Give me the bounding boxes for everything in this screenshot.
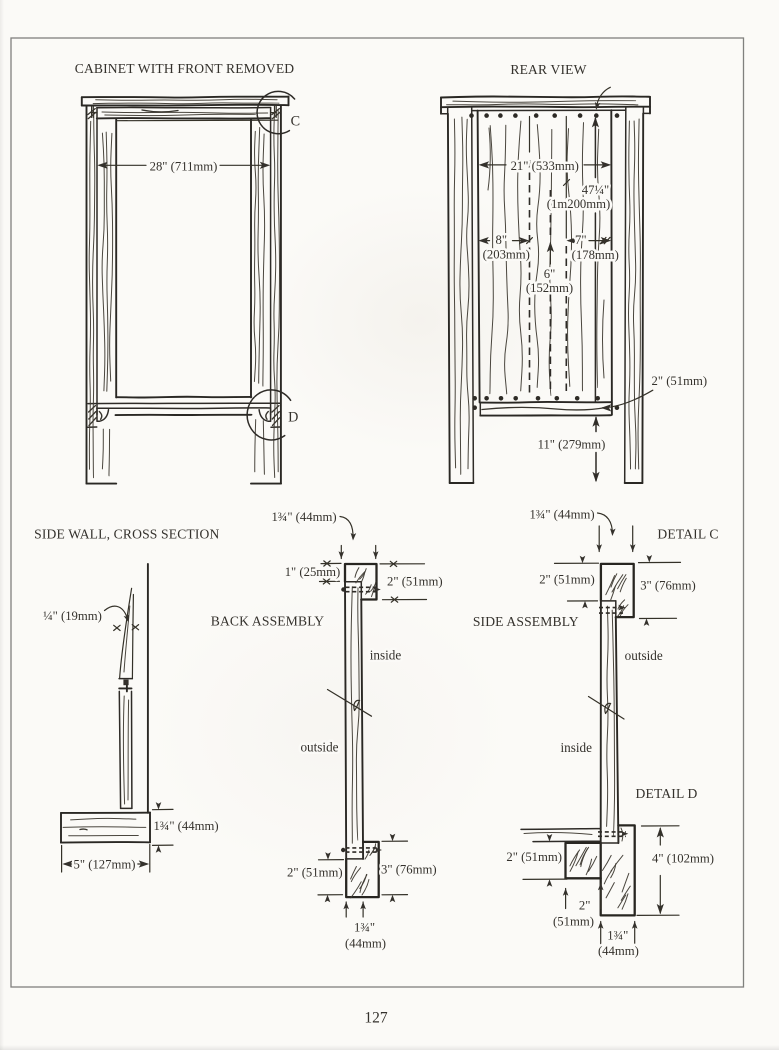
dimension-11in: 11" (279mm) [535,416,608,483]
rear-dim-7mm-label: (178mm) [572,248,619,262]
sidewall-title-label: SIDE WALL, CROSS SECTION [34,527,219,542]
sideasm-title-label: SIDE ASSEMBLY [473,614,579,629]
dimension-134-bottom: 1¾" (44mm) [595,920,641,961]
assembly-structure [326,562,382,899]
dimension-5in: 5" (127mm) [60,843,151,874]
sideasm-dim-4-label: 4" (102mm) [652,851,714,865]
backasm-dim-t-label: 1¾" (44mm) [271,510,336,524]
rear-dim-11-label: 11" (279mm) [538,437,606,451]
rear-dim-6-label: 6" [544,267,556,281]
sideasm-dim-2l-label: 2" (51mm) [506,850,562,864]
cabinet-structure [80,95,290,485]
rear-dim-2-label: 2" (51mm) [652,374,708,388]
dimension-8in: 8" (203mm) [478,230,533,264]
backasm-dim-wb-label: (44mm) [345,937,386,951]
dimension-quarter: ¼" (19mm) [41,605,132,626]
backasm-dim-3-label: 3" (76mm) [381,862,437,876]
dimension-2-bottom: 2" (51mm) [285,852,345,903]
nail-rows [469,113,620,411]
front-dim-w-label: 28" (711mm) [150,159,218,173]
page-border [10,37,745,988]
sideasm-dim-t-label: 1¾" (44mm) [529,508,594,522]
backasm-inside-label: inside [370,648,402,663]
dimension-height: 47¼" (1m200mm) [544,86,613,403]
section-structure [60,563,151,844]
rear-dim-6mm-label: (152mm) [526,281,573,295]
front-detail-d-label: D [288,410,298,426]
dimension-2-bottom: 2" (51mm) [551,882,604,931]
front-title-label: CABINET WITH FRONT REMOVED [75,61,295,76]
rear-dim-h1-label: 47¼" [582,183,609,197]
labels: inside outside [298,645,404,757]
dimension-7in: 7" (178mm) [566,230,621,264]
side-wall-section-drawing: SIDE WALL, CROSS SECTION ¼" (19mm) 1¾" (… [32,524,222,874]
dimension-4in: 4" (102mm) [636,825,716,917]
backasm-dim-wa-label: 1¾" [354,921,375,935]
sideasm-dim-wb-label: (44mm) [598,944,639,958]
dimension-134: 1¾" (44mm) [151,802,221,853]
sideasm-dim-wa-label: 1¾" [607,929,628,943]
dimension-2-left: 2" (51mm) [504,834,568,887]
dimension-134-bottom: 1¾" (44mm) [343,901,388,953]
sideasm-dim-2wa-label: 2" [579,899,591,913]
dimension-1in: 1" (25mm) [282,560,343,585]
rear-dim-8-label: 8" [496,233,508,247]
detail-marker-c: C [256,90,301,135]
rear-title-label: REAR VIEW [510,62,586,77]
sideasm-dim-3-label: 3" (76mm) [640,578,696,592]
rear-dim-7-label: 7" [575,233,587,247]
dimension-21in: 21" (533mm) [478,157,612,176]
dimension-2-top: 2" (51mm) [537,555,600,609]
rear-dim-h1mm-label: (1m200mm) [547,197,610,211]
dimension-2-top: 2" (51mm) [379,560,445,603]
backasm-title-label: BACK ASSEMBLY [211,614,325,629]
sidewall-dim-w-label: 5" (127mm) [74,857,136,871]
front-view-drawing: CABINET WITH FRONT REMOVED 28" (711mm) C… [72,59,301,485]
dimension-134-top: 1¾" (44mm) [269,508,379,560]
sidewall-dim-t-label: ¼" (19mm) [43,609,102,623]
rear-view-drawing: REAR VIEW 21" (533mm) 47¼" (1m200mm) 8" … [440,60,710,484]
sideasm-outside-label: outside [625,648,663,663]
sideasm-detail-c-label: DETAIL C [657,527,718,542]
wood-grain [446,100,641,475]
backasm-dim-2t-label: 2" (51mm) [387,574,443,588]
dimension-134-top: 1¾" (44mm) [527,505,636,553]
backasm-outside-label: outside [300,740,338,755]
dimension-28in: 28" (711mm) [97,157,271,176]
labels: outside inside [558,646,665,758]
sideasm-detail-d-label: DETAIL D [636,786,698,801]
backasm-dim-2b-label: 2" (51mm) [287,865,343,879]
rear-dim-8mm-label: (203mm) [483,247,530,261]
detail-marker-d: D [246,389,299,441]
sideasm-dim-2t-label: 2" (51mm) [539,572,595,586]
callout-2in: 2" (51mm) [600,372,710,412]
side-assembly-drawing: SIDE ASSEMBLY DETAIL C DETAIL D outside … [470,505,721,961]
cabinet-structure [440,95,651,484]
dimension-3in: 3" (76mm) [638,555,698,626]
backasm-dim-1-label: 1" (25mm) [285,565,341,579]
dimension-6in: 6" (152mm) [523,241,576,297]
rear-dim-w-label: 21" (533mm) [511,159,579,173]
sideasm-dim-2wb-label: (51mm) [553,914,594,928]
sidewall-dim-h-label: 1¾" (44mm) [153,819,218,833]
dimension-3in: 3" (76mm) [379,833,439,903]
page-number: 127 [364,1010,388,1027]
back-assembly-drawing: BACK ASSEMBLY inside outside 1¾" (44mm) … [208,508,445,954]
assembly-structure [520,562,636,917]
bottom-rail [479,400,612,417]
sideasm-inside-label: inside [560,740,592,755]
front-detail-c-label: C [291,114,300,130]
